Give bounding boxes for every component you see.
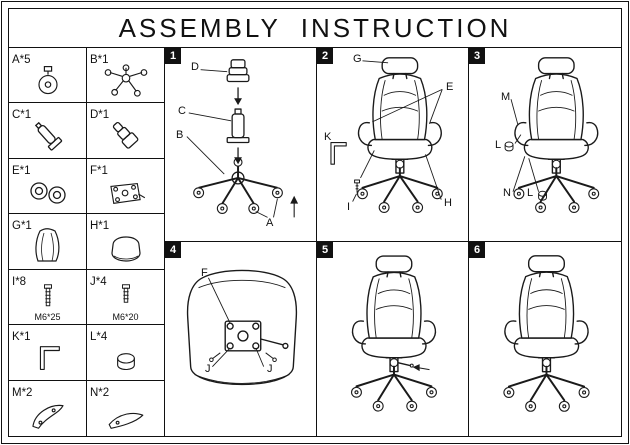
- step-number: 4: [165, 242, 181, 258]
- callout-i: I: [347, 201, 351, 213]
- callout-k: K: [324, 131, 332, 143]
- bolt-icon: [43, 284, 52, 307]
- step-number: 3: [469, 48, 485, 64]
- part-label: L*4: [90, 331, 108, 344]
- callout-a: A: [266, 217, 274, 229]
- side-cover-icon: [31, 404, 64, 429]
- part-cell-k: K*1: [9, 325, 87, 381]
- step-number: 6: [469, 242, 485, 258]
- side-cover-icon: [108, 412, 143, 429]
- callout-j1: J: [205, 363, 211, 375]
- cap-icon: [116, 352, 135, 370]
- part-cell-i: I*8 M6*25: [9, 269, 87, 326]
- part-label: B*1: [90, 54, 109, 66]
- part-cell-a: A*5: [9, 48, 87, 104]
- telescopic-cover-icon: [112, 121, 138, 149]
- allen-key-icon: [39, 345, 60, 370]
- part-cell-b: B*1: [87, 48, 165, 104]
- callout-e: E: [446, 81, 454, 93]
- part-label: M*2: [12, 386, 33, 399]
- callout-j2: J: [267, 363, 273, 375]
- part-label: J*4: [90, 275, 107, 288]
- step-panel-3: 3 M: [469, 48, 621, 242]
- callout-n: N: [503, 187, 511, 199]
- step-number: 5: [317, 242, 333, 258]
- part-label: F*1: [90, 164, 108, 177]
- part-cell-n: N*2: [87, 380, 165, 436]
- callout-d: D: [191, 61, 199, 73]
- content: A*5 B*1: [9, 48, 621, 436]
- part-cell-f: F*1: [87, 158, 165, 215]
- bolt-icon: [121, 284, 130, 303]
- step-panel-4: 4 F J J: [165, 242, 317, 436]
- step3-illustration: [504, 56, 600, 214]
- part-cell-c: C*1: [9, 103, 87, 159]
- step-panel-5: 5: [317, 242, 469, 436]
- step-number: 2: [317, 48, 333, 64]
- part-cell-d: D*1: [87, 103, 165, 159]
- step4-illustration: [186, 269, 298, 386]
- step-number: 1: [165, 48, 181, 64]
- step-panel-1: 1: [165, 48, 317, 242]
- backrest-icon: [34, 227, 59, 262]
- callout-m: M: [501, 91, 511, 103]
- five-star-base-icon: [104, 64, 147, 98]
- part-label: H*1: [90, 220, 110, 233]
- part-spec: M6*20: [112, 312, 139, 323]
- part-label: E*1: [12, 164, 31, 177]
- callout-l2: L: [527, 187, 534, 199]
- page-title: ASSEMBLY INSTRUCTION: [9, 9, 621, 48]
- part-label: G*1: [12, 220, 32, 233]
- step-panel-2: 2: [317, 48, 469, 242]
- part-cell-e: E*1: [9, 158, 87, 215]
- part-label: A*5: [12, 54, 31, 66]
- callout-g: G: [353, 53, 362, 65]
- part-label: D*1: [90, 109, 110, 122]
- part-label: C*1: [12, 109, 32, 122]
- callout-f: F: [201, 267, 208, 279]
- step1-illustration: [186, 59, 299, 218]
- part-cell-j: J*4 M6*20: [87, 269, 165, 326]
- part-label: N*2: [90, 386, 110, 399]
- callout-l1: L: [495, 139, 502, 151]
- step2-illustration: [330, 56, 444, 214]
- armrest-pads-icon: [29, 182, 66, 204]
- part-cell-g: G*1: [9, 214, 87, 270]
- parts-list: A*5 B*1: [9, 48, 165, 436]
- part-label: I*8: [12, 275, 27, 288]
- part-cell-l: L*4: [87, 325, 165, 381]
- step5-illustration: [350, 255, 438, 413]
- callout-h: H: [444, 197, 452, 209]
- callout-b: B: [176, 129, 184, 141]
- part-cell-m: M*2: [9, 380, 87, 436]
- callout-c: C: [178, 105, 186, 117]
- part-label: K*1: [12, 331, 31, 344]
- inner-frame: ASSEMBLY INSTRUCTION A*5 B*1: [8, 8, 622, 437]
- part-cell-h: H*1: [87, 214, 165, 270]
- steps-grid: 1: [165, 48, 621, 436]
- seat-icon: [110, 236, 141, 262]
- caster-icon: [37, 66, 58, 95]
- tilt-mechanism-icon: [109, 183, 145, 205]
- part-spec: M6*25: [34, 312, 61, 323]
- step-panel-6: 6: [469, 242, 621, 436]
- step6-illustration: [502, 254, 591, 413]
- gas-lift-icon: [34, 121, 62, 151]
